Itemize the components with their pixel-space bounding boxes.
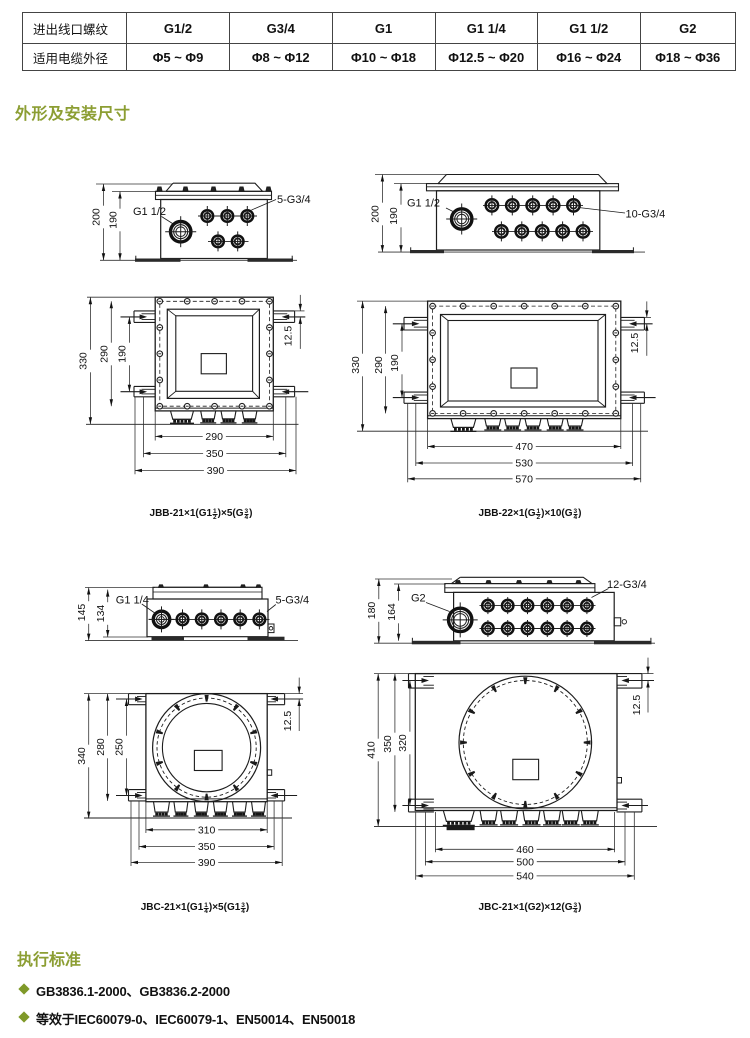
svg-text:G1 1/4: G1 1/4 bbox=[116, 594, 149, 606]
svg-text:390: 390 bbox=[207, 465, 225, 477]
svg-text:12.5: 12.5 bbox=[631, 695, 643, 716]
svg-text:460: 460 bbox=[516, 844, 534, 856]
svg-text:134: 134 bbox=[95, 605, 107, 623]
svg-text:180: 180 bbox=[366, 602, 378, 620]
svg-text:310: 310 bbox=[198, 824, 216, 836]
svg-text:190: 190 bbox=[388, 207, 400, 225]
svg-text:190: 190 bbox=[117, 345, 129, 363]
svg-text:290: 290 bbox=[99, 345, 111, 363]
svg-text:145: 145 bbox=[76, 604, 88, 622]
svg-text:12.5: 12.5 bbox=[282, 711, 294, 732]
svg-text:410: 410 bbox=[365, 741, 377, 759]
svg-text:G1 1/2: G1 1/2 bbox=[407, 198, 440, 210]
svg-text:350: 350 bbox=[206, 448, 224, 460]
svg-text:G1 1/2: G1 1/2 bbox=[133, 206, 166, 218]
svg-text:340: 340 bbox=[76, 747, 88, 765]
svg-text:190: 190 bbox=[107, 211, 119, 229]
svg-text:290: 290 bbox=[373, 356, 385, 374]
svg-text:12-G3/4: 12-G3/4 bbox=[607, 579, 647, 591]
svg-text:5-G3/4: 5-G3/4 bbox=[276, 594, 310, 606]
svg-text:390: 390 bbox=[198, 857, 216, 869]
svg-text:200: 200 bbox=[90, 208, 102, 226]
svg-text:10-G3/4: 10-G3/4 bbox=[626, 209, 666, 221]
svg-text:G2: G2 bbox=[411, 593, 426, 605]
svg-text:200: 200 bbox=[369, 205, 381, 223]
svg-text:330: 330 bbox=[350, 356, 362, 374]
svg-text:330: 330 bbox=[78, 352, 90, 370]
svg-text:570: 570 bbox=[515, 473, 533, 485]
svg-text:530: 530 bbox=[515, 458, 533, 470]
svg-text:320: 320 bbox=[397, 734, 409, 752]
svg-text:500: 500 bbox=[516, 856, 534, 868]
svg-text:540: 540 bbox=[516, 871, 534, 883]
svg-text:250: 250 bbox=[114, 738, 126, 756]
svg-text:12.5: 12.5 bbox=[282, 326, 294, 347]
svg-text:470: 470 bbox=[515, 441, 533, 453]
svg-text:350: 350 bbox=[382, 735, 394, 753]
svg-text:290: 290 bbox=[205, 431, 223, 443]
svg-text:5-G3/4: 5-G3/4 bbox=[277, 194, 311, 206]
svg-text:350: 350 bbox=[198, 841, 216, 853]
svg-text:280: 280 bbox=[95, 738, 107, 756]
svg-text:164: 164 bbox=[386, 603, 398, 621]
svg-text:12.5: 12.5 bbox=[629, 333, 641, 354]
svg-text:190: 190 bbox=[389, 354, 401, 372]
